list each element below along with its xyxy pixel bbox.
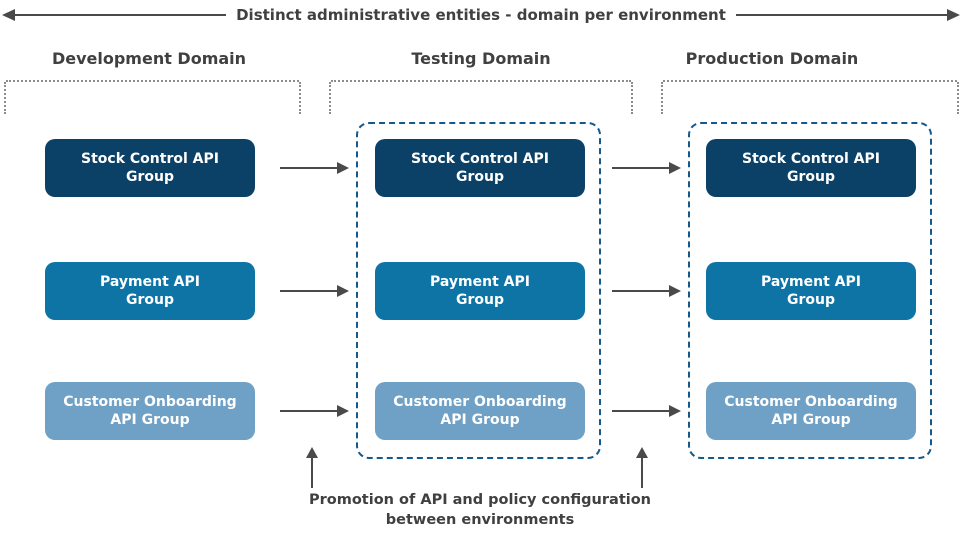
banner-line-right bbox=[735, 14, 947, 16]
api-group-label: Group bbox=[455, 169, 504, 185]
arrow-right-icon bbox=[280, 162, 349, 174]
bracket-stub-left bbox=[661, 82, 663, 114]
api-group-box-prod-payment: Payment API Group bbox=[706, 262, 916, 320]
bracket-stub-left bbox=[4, 82, 6, 114]
domain-title-development: Development Domain bbox=[51, 49, 247, 68]
domain-container-production bbox=[688, 122, 932, 459]
banner-title: Distinct administrative entities - domai… bbox=[236, 6, 726, 24]
api-group-label: Group bbox=[125, 169, 174, 185]
bracket-stub-left bbox=[329, 82, 331, 114]
arrow-right-icon bbox=[280, 285, 349, 297]
api-group-label: Customer Onboarding bbox=[393, 393, 567, 410]
arrow-right-icon bbox=[612, 405, 681, 417]
arrow-right-icon bbox=[280, 405, 349, 417]
api-group-label: Stock Control API bbox=[81, 150, 219, 167]
api-group-label: Group bbox=[455, 292, 504, 308]
promotion-caption-line2: between environments bbox=[385, 511, 575, 528]
top-banner: Distinct administrative entities - domai… bbox=[2, 6, 960, 24]
arrow-up-icon bbox=[636, 447, 648, 488]
promotion-caption-line1: Promotion of API and policy configuratio… bbox=[308, 492, 652, 508]
bracket-stub-right bbox=[299, 82, 301, 114]
bracket-stub-right bbox=[957, 82, 959, 114]
api-group-label: Group bbox=[125, 292, 174, 308]
api-group-box-dev-stock-control: Stock Control API Group bbox=[45, 139, 255, 197]
api-group-box-test-payment: Payment API Group bbox=[375, 262, 585, 320]
api-group-label: Payment API bbox=[430, 273, 530, 290]
api-group-label: Group bbox=[786, 292, 835, 308]
api-group-label: API Group bbox=[440, 412, 520, 428]
api-group-label: Stock Control API bbox=[411, 150, 549, 167]
api-group-label: API Group bbox=[110, 412, 190, 428]
api-group-label: Payment API bbox=[100, 273, 200, 290]
arrow-right-icon bbox=[612, 285, 681, 297]
banner-line-left bbox=[15, 14, 227, 16]
api-group-label: Payment API bbox=[761, 273, 861, 290]
arrow-right-icon bbox=[947, 9, 960, 21]
api-group-label: API Group bbox=[771, 412, 851, 428]
arrow-right-icon bbox=[612, 162, 681, 174]
api-group-box-test-stock-control: Stock Control API Group bbox=[375, 139, 585, 197]
api-group-label: Group bbox=[786, 169, 835, 185]
api-group-box-prod-stock-control: Stock Control API Group bbox=[706, 139, 916, 197]
api-group-box-dev-customer-onboarding: Customer Onboarding API Group bbox=[45, 382, 255, 440]
arrow-left-icon bbox=[2, 9, 15, 21]
api-group-label: Customer Onboarding bbox=[724, 393, 898, 410]
api-group-label: Customer Onboarding bbox=[63, 393, 237, 410]
promotion-caption: Promotion of API and policy configuratio… bbox=[190, 491, 770, 530]
domain-bracket-testing bbox=[329, 80, 633, 118]
api-group-box-dev-payment: Payment API Group bbox=[45, 262, 255, 320]
arrow-up-icon bbox=[306, 447, 318, 488]
domain-title-production: Production Domain bbox=[685, 49, 859, 68]
domain-bracket-development bbox=[4, 80, 301, 118]
api-group-box-test-customer-onboarding: Customer Onboarding API Group bbox=[375, 382, 585, 440]
bracket-stub-right bbox=[631, 82, 633, 114]
domain-container-testing bbox=[356, 122, 601, 459]
domain-title-testing: Testing Domain bbox=[411, 49, 551, 68]
api-group-box-prod-customer-onboarding: Customer Onboarding API Group bbox=[706, 382, 916, 440]
domain-bracket-production bbox=[661, 80, 959, 118]
api-group-label: Stock Control API bbox=[742, 150, 880, 167]
